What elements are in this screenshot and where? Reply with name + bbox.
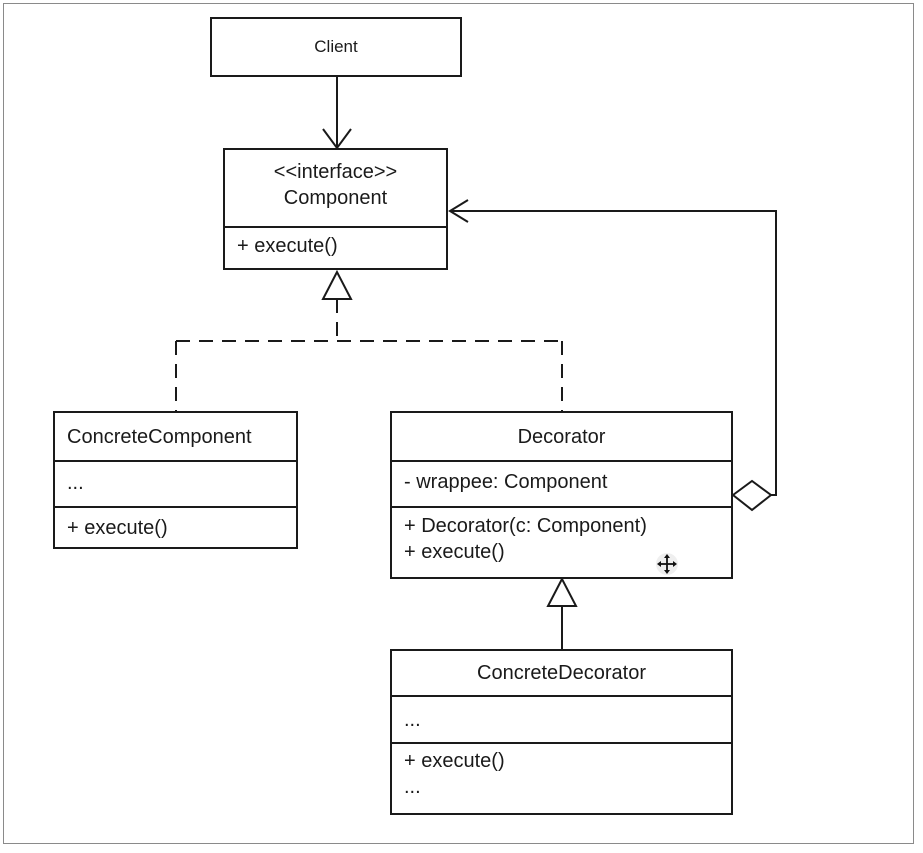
aggregation-line xyxy=(450,210,777,496)
concrete-component-fields: ... xyxy=(55,460,296,506)
decorator-box[interactable]: Decorator - wrappee: Component + Decorat… xyxy=(390,411,733,579)
decorator-methods: + Decorator(c: Component) + execute() xyxy=(392,506,731,565)
aggregation-diamond xyxy=(731,479,773,512)
concrete-decorator-header: ConcreteDecorator xyxy=(392,651,731,695)
decorator-method: + execute() xyxy=(404,541,505,563)
component-method: + execute() xyxy=(237,235,338,257)
move-cursor-icon xyxy=(656,553,678,575)
decorator-fields: - wrappee: Component xyxy=(392,460,731,506)
concrete-component-box[interactable]: ConcreteComponent ... + execute() xyxy=(53,411,298,549)
concrete-decorator-box[interactable]: ConcreteDecorator ... + execute() ... xyxy=(390,649,733,815)
diagram-frame xyxy=(3,3,914,844)
component-box[interactable]: <<interface>> Component + execute() xyxy=(223,148,448,270)
concrete-decorator-fields: ... xyxy=(392,695,731,742)
decorator-header: Decorator xyxy=(392,413,731,460)
concrete-decorator-more: ... xyxy=(404,776,421,798)
concrete-decorator-methods: + execute() ... xyxy=(392,742,731,800)
client-box[interactable]: Client xyxy=(210,17,462,77)
component-stereotype: <<interface>> xyxy=(273,161,398,183)
concrete-decorator-field: ... xyxy=(404,709,421,731)
client-name: Client xyxy=(314,37,358,56)
component-header: <<interface>> Component xyxy=(225,150,446,226)
aggregation-arrowhead xyxy=(448,199,469,223)
concrete-component-method: + execute() xyxy=(67,517,168,539)
concrete-component-name: ConcreteComponent xyxy=(67,425,252,448)
decorator-field: - wrappee: Component xyxy=(404,471,608,493)
concrete-component-field: ... xyxy=(67,472,84,494)
component-methods: + execute() xyxy=(225,226,446,259)
realization-triangle xyxy=(321,269,353,300)
decorator-name: Decorator xyxy=(517,425,606,448)
concrete-decorator-method: + execute() xyxy=(404,750,505,772)
concrete-decorator-name: ConcreteDecorator xyxy=(477,662,646,684)
decorator-constructor: + Decorator(c: Component) xyxy=(404,515,647,537)
concrete-component-header: ConcreteComponent xyxy=(55,413,296,460)
component-name: Component xyxy=(283,187,388,209)
concrete-component-methods: + execute() xyxy=(55,506,296,541)
generalization-triangle xyxy=(546,576,578,607)
